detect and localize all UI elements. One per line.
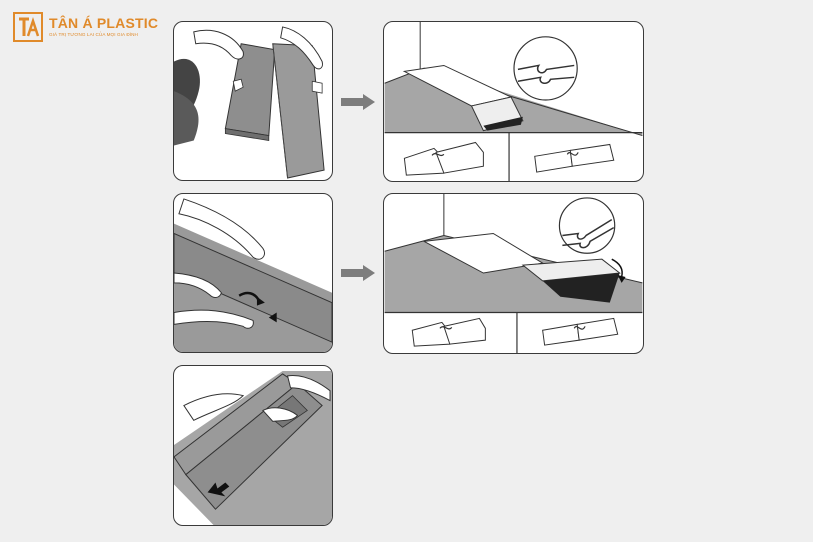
person-arm (183, 393, 245, 421)
step-4-panel (383, 193, 644, 354)
step-2-illustration (384, 22, 643, 181)
brand-logo: TÂN Á PLASTIC GIÁ TRỊ TƯƠNG LAI CỦA MỌI … (13, 12, 158, 42)
brand-tagline: GIÁ TRỊ TƯƠNG LAI CỦA MỌI GIA ĐÌNH (49, 32, 138, 38)
joint-closed-detail (542, 317, 619, 346)
hand-left (262, 407, 299, 422)
brand-name: TÂN Á PLASTIC (49, 15, 159, 32)
joint-detail-circle (558, 197, 616, 254)
hand-right (286, 375, 331, 402)
step-2-panel (383, 21, 644, 182)
finger-grip (232, 78, 244, 92)
step-1-illustration (174, 26, 325, 179)
step-3-panel (173, 193, 333, 353)
plank-row (174, 232, 332, 343)
hand-right (174, 309, 254, 329)
joint-open-detail (403, 141, 484, 176)
step-1-panel (173, 21, 333, 181)
finger-grip (311, 80, 323, 94)
hand-right (280, 26, 323, 70)
rotate-down-arrow-icon (611, 258, 623, 278)
joint-open-detail (411, 317, 486, 347)
joint-detail-circle (513, 36, 578, 101)
hand-left (174, 272, 222, 298)
hand-left (193, 29, 244, 60)
upper-arm (178, 198, 266, 260)
step-3-illustration (174, 198, 332, 352)
slide-arrow-icon (207, 482, 230, 497)
push-arrow-icon (268, 312, 277, 323)
step-5-panel (173, 365, 333, 526)
plank-shadow (483, 116, 523, 131)
logo-text: TÂN Á PLASTIC GIÁ TRỊ TƯƠNG LAI CỦA MỌI … (49, 16, 158, 38)
logo-icon (13, 12, 43, 42)
plank-left (224, 43, 276, 141)
joint-closed-detail (534, 143, 615, 173)
new-plank-angled (521, 258, 621, 282)
arrow-right-icon (341, 94, 375, 110)
person-leg (174, 91, 199, 146)
step-4-illustration (384, 194, 643, 353)
arrow-right-icon (341, 265, 375, 281)
plank-shadow (542, 273, 620, 303)
step-5-illustration (174, 370, 332, 525)
